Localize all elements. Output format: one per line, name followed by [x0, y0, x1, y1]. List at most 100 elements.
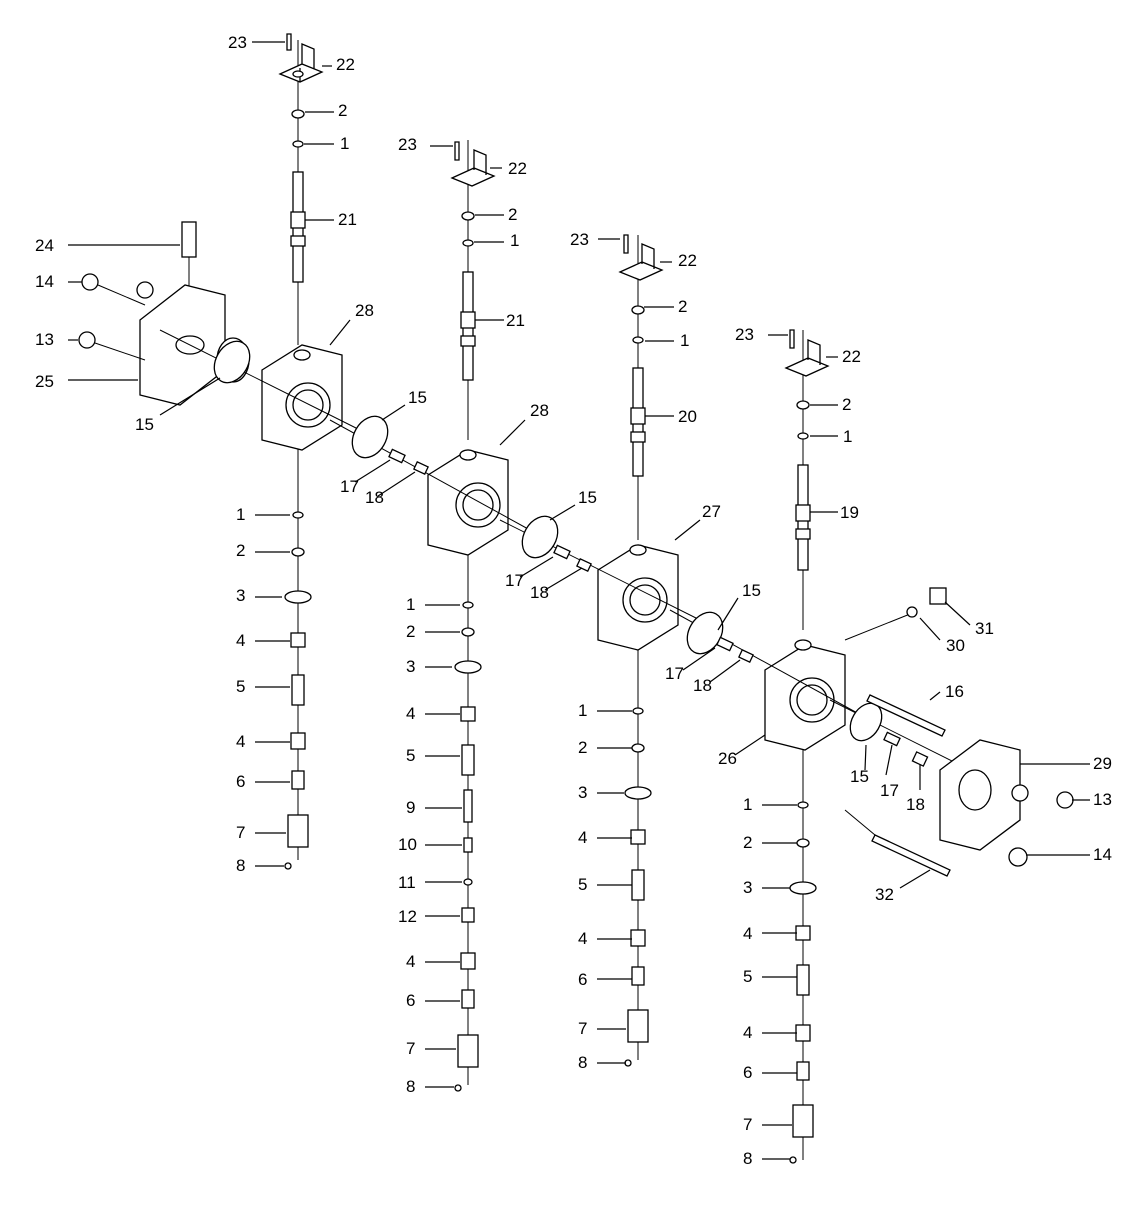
part-number-label: 5: [406, 746, 415, 765]
part-number-label: 24: [35, 236, 54, 255]
part-number-label: 30: [946, 636, 965, 655]
part-number-label: 23: [398, 135, 417, 154]
part-number-label: 8: [406, 1077, 415, 1096]
part-number-label: 3: [578, 783, 587, 802]
right-cover-assembly: [844, 587, 1074, 877]
part-number-label: 21: [338, 210, 357, 229]
leader-line: [899, 869, 931, 889]
part-number-label: 6: [743, 1063, 752, 1082]
part-number-label: 8: [236, 856, 245, 875]
part-number-label: 2: [406, 622, 415, 641]
part-number-label: 6: [406, 991, 415, 1010]
leader-line: [519, 556, 554, 578]
part-number-label: 8: [578, 1053, 587, 1072]
part-number-label: 2: [842, 395, 851, 414]
part-number-label: 18: [365, 488, 384, 507]
leader-line: [929, 691, 941, 701]
part-number-label: 1: [680, 331, 689, 350]
part-number-label: 8: [743, 1149, 752, 1168]
part-number-label: 1: [340, 134, 349, 153]
part-number-label: 29: [1093, 754, 1112, 773]
part-number-label: 2: [236, 541, 245, 560]
part-number-label: 14: [35, 272, 54, 291]
leader-line: [377, 471, 416, 497]
part-number-label: 19: [840, 503, 859, 522]
part-number-label: 23: [228, 33, 247, 52]
part-number-label: 22: [842, 347, 861, 366]
part-number-label: 22: [508, 159, 527, 178]
part-number-label: 4: [743, 1023, 752, 1042]
part-number-label: 15: [408, 388, 427, 407]
part-number-label: 3: [743, 878, 752, 897]
part-number-label: 28: [530, 401, 549, 420]
part-number-label: 4: [578, 828, 587, 847]
leader-line: [354, 459, 391, 483]
leader-line: [885, 744, 893, 776]
part-number-label: 17: [880, 781, 899, 800]
part-number-label: 1: [578, 701, 587, 720]
part-number-label: 23: [570, 230, 589, 249]
leader-line: [709, 659, 741, 683]
part-number-label: 22: [678, 251, 697, 270]
part-number-label: 13: [1093, 790, 1112, 809]
part-number-label: 1: [510, 231, 519, 250]
part-number-label: 17: [340, 477, 359, 496]
part-number-label: 21: [506, 311, 525, 330]
part-number-label: 1: [743, 795, 752, 814]
leader-line: [734, 734, 766, 756]
part-number-label: 7: [236, 823, 245, 842]
part-number-label: 25: [35, 372, 54, 391]
part-number-label: 16: [945, 682, 964, 701]
part-number-label: 17: [505, 571, 524, 590]
callout-labels: 2322212124141325281512345467823222121151…: [35, 33, 1112, 1168]
part-number-label: 2: [578, 738, 587, 757]
part-number-label: 3: [236, 586, 245, 605]
part-number-label: 20: [678, 407, 697, 426]
part-number-label: 1: [406, 595, 415, 614]
part-number-label: 31: [975, 619, 994, 638]
leader-line: [381, 404, 406, 421]
leader-line: [682, 647, 716, 671]
leader-line: [674, 519, 701, 541]
part-number-label: 5: [236, 677, 245, 696]
part-number-label: 15: [578, 488, 597, 507]
stack-4: [764, 329, 846, 1164]
stack-1: [261, 33, 343, 870]
part-number-label: 15: [742, 581, 761, 600]
part-number-label: 15: [135, 415, 154, 434]
part-number-label: 18: [693, 676, 712, 695]
part-number-label: 32: [875, 885, 894, 904]
part-number-label: 4: [578, 929, 587, 948]
part-number-label: 5: [743, 967, 752, 986]
part-number-label: 12: [398, 907, 417, 926]
part-number-label: 15: [850, 767, 869, 786]
part-number-label: 4: [236, 732, 245, 751]
part-number-label: 3: [406, 657, 415, 676]
part-number-label: 13: [35, 330, 54, 349]
leader-line: [549, 504, 576, 521]
part-number-label: 4: [406, 704, 415, 723]
part-number-label: 7: [578, 1019, 587, 1038]
part-number-label: 2: [338, 101, 347, 120]
leader-line: [499, 419, 526, 446]
part-number-label: 18: [906, 795, 925, 814]
part-number-label: 23: [735, 325, 754, 344]
part-number-label: 14: [1093, 845, 1112, 864]
part-number-label: 4: [743, 924, 752, 943]
part-number-label: 9: [406, 798, 415, 817]
part-number-label: 6: [236, 772, 245, 791]
part-number-label: 1: [843, 427, 852, 446]
part-number-label: 11: [398, 873, 416, 892]
part-number-label: 1: [236, 505, 245, 524]
part-number-label: 4: [406, 952, 415, 971]
leader-line: [329, 319, 351, 346]
part-number-label: 5: [578, 875, 587, 894]
part-number-label: 6: [578, 970, 587, 989]
part-number-label: 17: [665, 664, 684, 683]
part-number-label: 27: [702, 502, 721, 521]
leader-line: [919, 617, 941, 641]
part-number-label: 4: [236, 631, 245, 650]
leader-line: [944, 601, 971, 626]
